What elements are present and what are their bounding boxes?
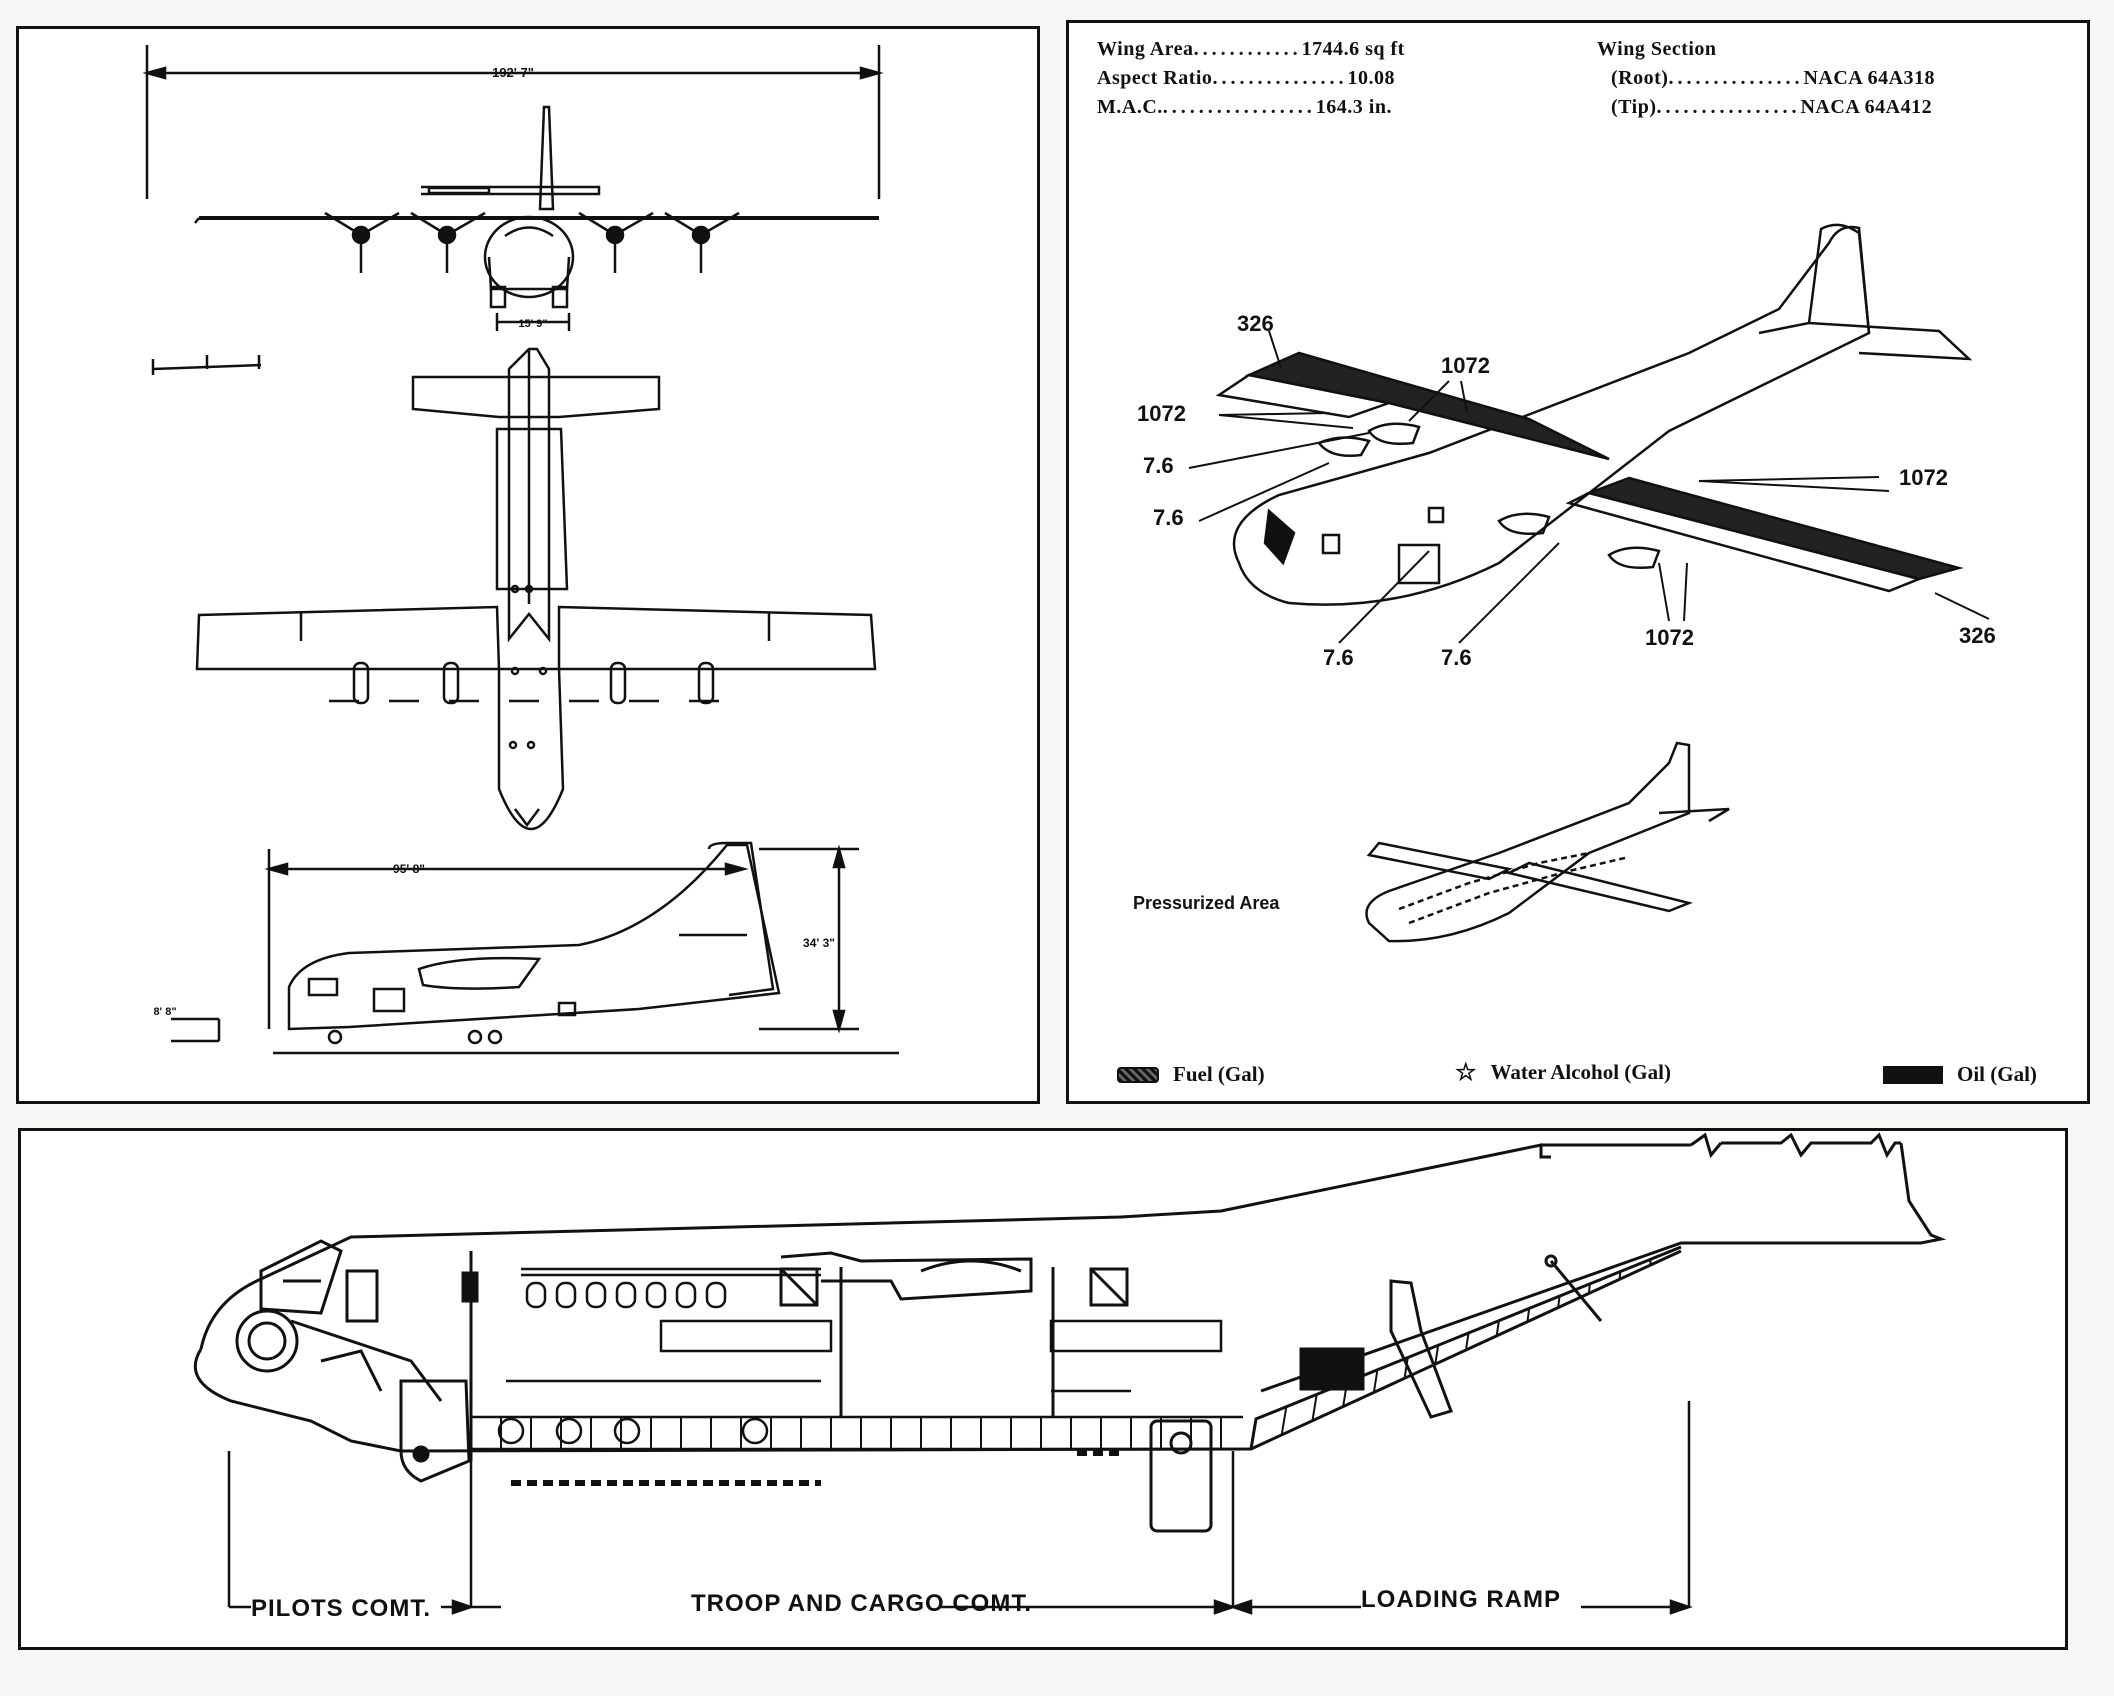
fuel-swatch	[1117, 1066, 1159, 1083]
callout-1072-bottom: 1072	[1645, 625, 1694, 650]
label-loading-ramp: LOADING RAMP	[1361, 1586, 1561, 1613]
perspective-aircraft	[1215, 223, 1973, 606]
callout-1072-right: 1072	[1899, 465, 1948, 490]
ramp-tick	[1618, 1271, 1622, 1280]
cutaway-panel: PILOTS COMT. TROOP AND CARGO COMT. LOADI…	[18, 1128, 2068, 1650]
aspect-ratio-row: Aspect Ratio...............10.08	[1097, 67, 1395, 89]
callout-leaders	[1188, 330, 1990, 644]
legend-water-alcohol: ☆ Water Alcohol (Gal)	[1455, 1058, 1671, 1087]
callout-1072-top: 1072	[1441, 353, 1490, 378]
three-view-panel: 192' 7" 15' 9"	[16, 26, 1040, 1104]
legend-oil: Oil (Gal)	[1883, 1062, 2037, 1087]
mac-row: M.A.C..................164.3 in.	[1097, 96, 1392, 118]
capacities-panel: Wing Area............1744.6 sq ft Aspect…	[1066, 20, 2090, 1104]
legend-fuel: Fuel (Gal)	[1117, 1062, 1265, 1087]
legend-oil-label: Oil (Gal)	[1957, 1062, 2037, 1086]
root-row: (Root)...............NACA 64A318	[1611, 67, 1936, 89]
clearance-dim-label: 8' 8"	[153, 1006, 176, 1018]
front-view: 15' 9"	[194, 105, 879, 331]
ramp-tick	[1587, 1283, 1591, 1294]
scale-bar	[151, 355, 262, 375]
ramp-actuator	[1389, 1254, 1603, 1419]
ramp-tick	[1434, 1345, 1440, 1365]
ramp-tick	[1495, 1320, 1500, 1336]
height-dim-label: 34' 3"	[803, 936, 835, 950]
wing-area-row: Wing Area............1744.6 sq ft	[1097, 38, 1405, 60]
callout-76-c: 7.6	[1323, 645, 1354, 670]
callout-326-bottom: 326	[1959, 623, 1996, 648]
callout-76-d: 7.6	[1441, 645, 1472, 670]
capacities-drawing: 326 1072 1072 7.6 7.6 1072 7.6 7.6 1072 …	[1133, 223, 1996, 943]
ramp-tick	[1526, 1308, 1531, 1322]
cutaway-drawing: PILOTS COMT. TROOP AND CARGO COMT. LOADI…	[193, 1132, 1947, 1622]
label-pilots-comt: PILOTS COMT.	[251, 1595, 431, 1622]
overhead-windows	[521, 1267, 821, 1309]
front-props	[324, 211, 740, 273]
callout-1072-left: 1072	[1137, 401, 1186, 426]
star-icon: ☆	[1455, 1060, 1477, 1086]
oil-swatch	[1883, 1065, 1943, 1084]
bulkheads	[779, 1251, 1213, 1533]
label-troop-cargo-comt: TROOP AND CARGO COMT.	[691, 1590, 1032, 1617]
fuselage-outline	[193, 1132, 1947, 1453]
tread-dim-label: 15' 9"	[518, 318, 547, 330]
cargo-floor-ticks	[500, 1417, 1222, 1449]
side-view: 95' 8" 34' 3" 8' 8"	[153, 841, 899, 1055]
span-dim-label: 192' 7"	[492, 65, 534, 80]
ramp-tick	[1372, 1369, 1379, 1393]
cargo-bottles	[1299, 1347, 1365, 1391]
wing-section-row: Wing Section	[1597, 38, 1717, 60]
compartment-dimension	[227, 1401, 1693, 1615]
ramp-tick	[1465, 1332, 1470, 1351]
ramp-tick	[1311, 1394, 1318, 1421]
seat-rows	[497, 1319, 1223, 1486]
three-view-drawing: 192' 7" 15' 9"	[142, 45, 899, 1055]
length-dim-label: 95' 8"	[393, 862, 425, 876]
callout-76-b: 7.6	[1153, 505, 1184, 530]
plan-view	[195, 347, 877, 831]
legend-water-alcohol-label: Water Alcohol (Gal)	[1490, 1060, 1671, 1084]
pressurized-aircraft	[1365, 741, 1730, 943]
ramp-tick	[1403, 1357, 1409, 1379]
tip-row: (Tip)................NACA 64A412	[1611, 96, 1933, 118]
cockpit	[235, 1239, 479, 1483]
callout-labels: 326 1072 1072 7.6 7.6 1072 7.6 7.6 1072 …	[1137, 311, 1996, 670]
callout-326-top: 326	[1237, 311, 1274, 336]
ramp-tick	[1280, 1406, 1288, 1436]
span-dimension: 192' 7"	[142, 45, 884, 199]
loading-ramp-ticks	[1280, 1259, 1652, 1436]
pressurized-label: Pressurized Area	[1133, 893, 1280, 913]
ramp-tick	[1557, 1296, 1561, 1308]
legend-fuel-label: Fuel (Gal)	[1173, 1062, 1265, 1086]
callout-76-a: 7.6	[1143, 453, 1174, 478]
